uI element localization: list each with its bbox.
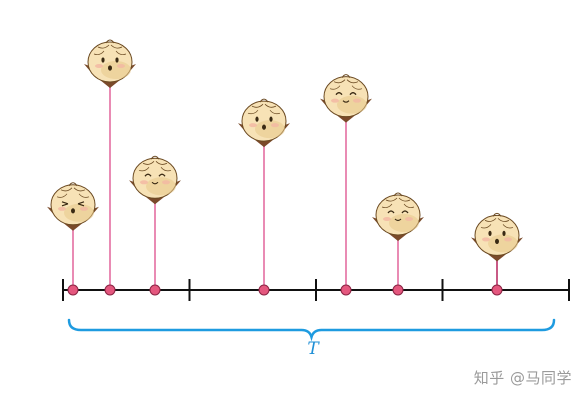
time-axis (62, 279, 570, 301)
interval-brace (67, 318, 556, 342)
event-dot (149, 284, 161, 296)
event-dots (67, 284, 503, 296)
watermark: 知乎 @马同学 (473, 369, 572, 387)
bun-icon (84, 39, 136, 88)
event-dot (491, 284, 503, 296)
brace-path (67, 318, 556, 342)
event-dot (392, 284, 404, 296)
event-dot (104, 284, 116, 296)
bun-icon (471, 212, 523, 262)
interval-label: T (307, 339, 320, 359)
bun-icon (372, 192, 424, 241)
bun-icon (129, 155, 181, 205)
event-dot (67, 284, 79, 296)
event-dot (340, 284, 352, 296)
event-stems (72, 86, 498, 290)
bun-icon (320, 74, 372, 123)
bun-icon (238, 98, 290, 148)
bun-icons (47, 39, 523, 262)
event-dot (258, 284, 270, 296)
bun-icon (47, 182, 99, 231)
